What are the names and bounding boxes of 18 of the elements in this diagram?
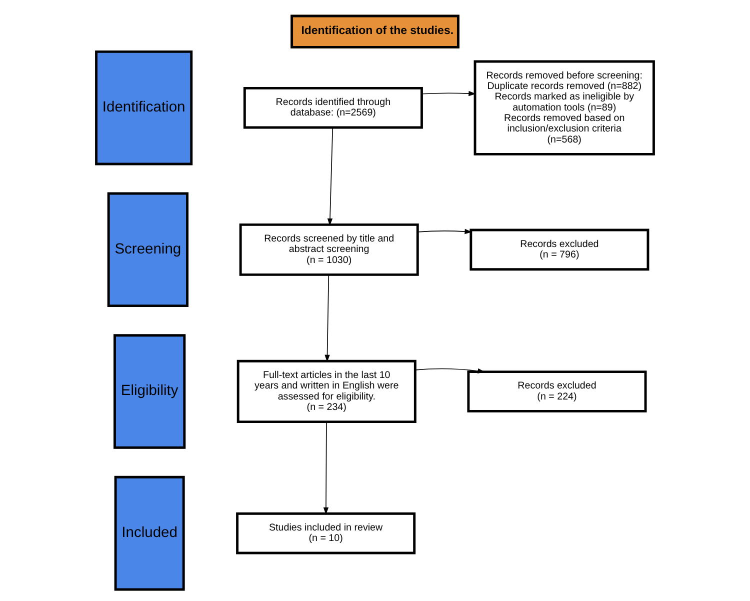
node-box: Full-text articles in the last 10 years and written in English were assessed for eligibility. (n = 234): [236, 360, 416, 424]
arrow: [323, 422, 329, 515]
arrow: [327, 127, 334, 226]
node-box: Records excluded (n = 224): [467, 370, 647, 412]
arrow: [324, 274, 330, 362]
node-box: Eligibility: [114, 334, 186, 449]
node-box: Studies included in review (n = 10): [236, 512, 416, 554]
node-box: Identification: [95, 50, 193, 166]
arrow: [414, 368, 486, 374]
node-box: Screening: [107, 192, 188, 308]
arrow: [422, 90, 476, 96]
node-box: Records removed before screening: Duplicate records removed (n=882) Records marked as ineligible by automation tools (n=89) Records removed based on inclusion/exclusion criteria (n=568): [474, 60, 655, 156]
node-box: Records screened by title and abstract screening (n = 1030): [239, 223, 419, 276]
arrow: [417, 228, 472, 234]
node-box: Records identified through database: (n=2569): [243, 86, 423, 129]
node-box: Records excluded (n = 796): [470, 228, 650, 271]
node-box: Included: [114, 476, 185, 591]
diagram-title: Identification of the studies.: [301, 25, 454, 38]
